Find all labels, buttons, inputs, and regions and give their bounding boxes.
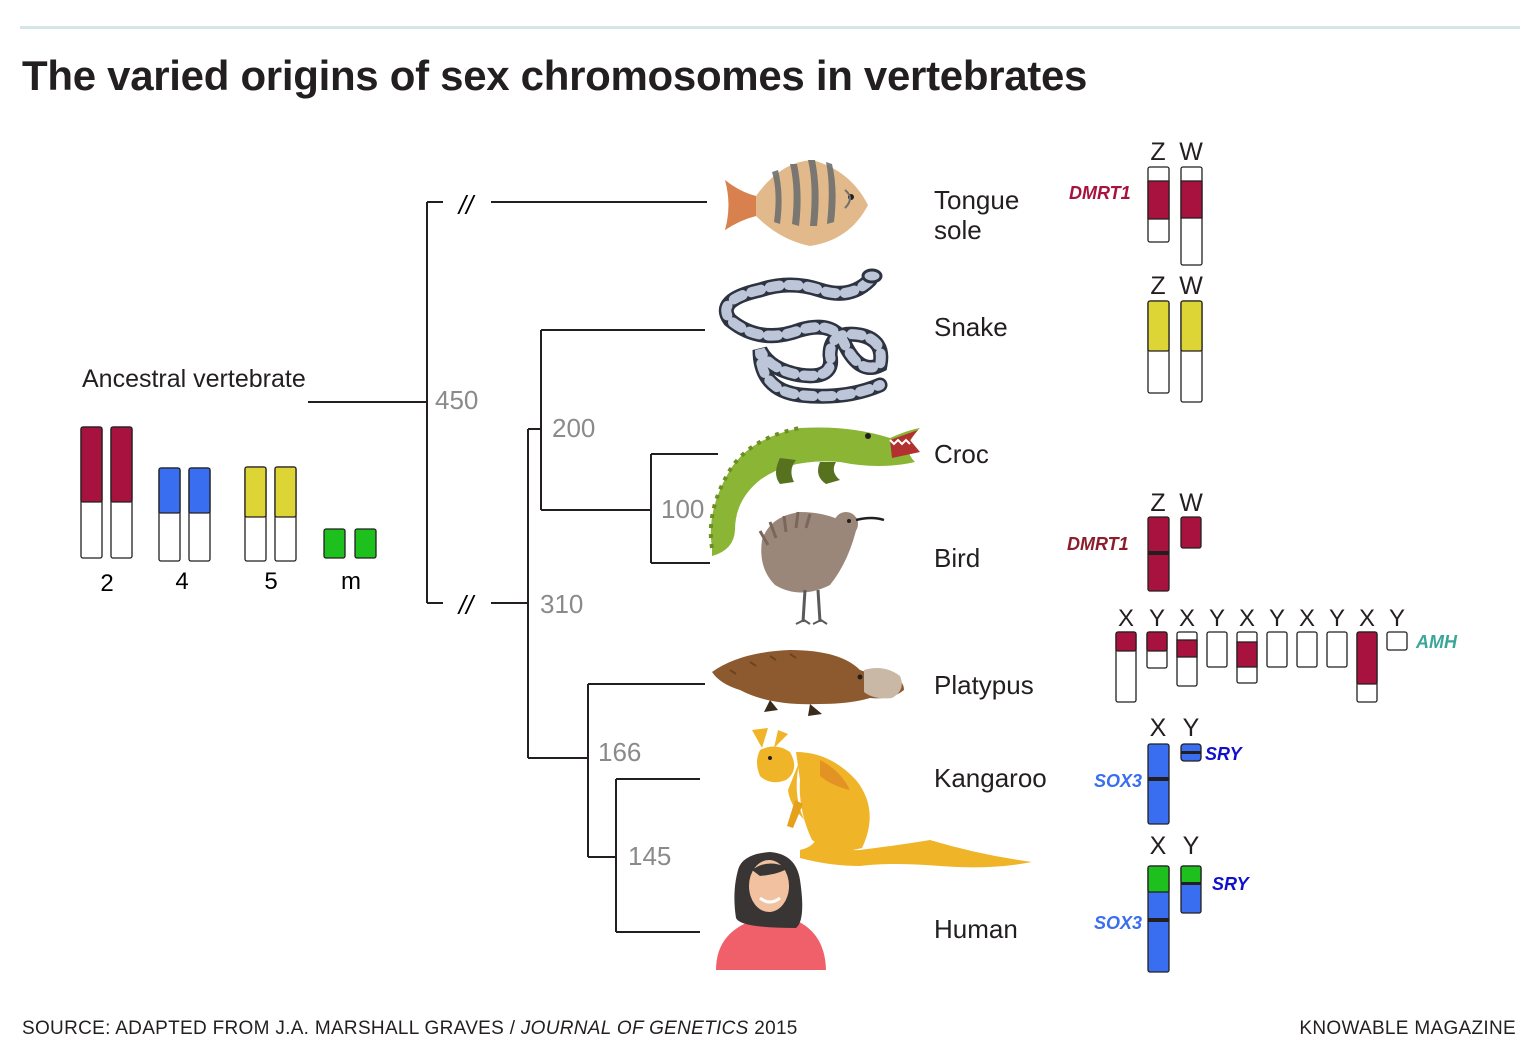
top-rule: [20, 26, 1520, 29]
sex-chromosomes: Z W DMRT1 Z W Z W DMRT1: [1067, 138, 1458, 973]
tongue-sole-z-label: Z: [1150, 138, 1165, 166]
ancestral-chr4-pair: [158, 467, 211, 562]
human-x-label: X: [1150, 832, 1167, 860]
ancestral-chrm-pair: [323, 528, 377, 559]
chr-label-2: 2: [100, 570, 113, 597]
platypus-y2-label: Y: [1209, 605, 1225, 632]
ancestral-chromosomes: [80, 426, 377, 562]
bird-w-label: W: [1179, 489, 1203, 517]
tree-branches: [308, 201, 718, 933]
kangaroo-x-label: X: [1150, 714, 1167, 742]
snake-zw: Z W: [1147, 272, 1203, 403]
node-age-200: 200: [552, 413, 595, 443]
publisher-credit: KNOWABLE MAGAZINE: [1299, 1018, 1516, 1039]
bird-zw: Z W DMRT1: [1067, 489, 1203, 592]
species-label-croc: Croc: [934, 439, 989, 469]
species-labels: Tongue sole Snake Croc Bird Platypus Kan…: [934, 185, 1047, 944]
node-age-145: 145: [628, 841, 671, 871]
source-prefix: SOURCE: ADAPTED FROM J.A. MARSHALL GRAVE…: [22, 1018, 521, 1039]
source-journal: JOURNAL OF GENETICS: [520, 1018, 749, 1039]
crocodile-icon: [708, 426, 920, 556]
kangaroo-icon: [752, 728, 1032, 868]
chr-label-m: m: [341, 568, 361, 595]
flatfish-icon: [725, 160, 868, 246]
tongue-sole-w-label: W: [1179, 138, 1203, 166]
platypus-xy: X Y X Y X Y X Y X Y: [1115, 605, 1458, 703]
platypus-y3-label: Y: [1269, 605, 1285, 632]
platypus-x2-label: X: [1179, 605, 1195, 632]
species-label-tongue-sole-line1: Tongue: [934, 185, 1019, 215]
source-year: 2015: [748, 1018, 798, 1039]
chr-label-5: 5: [264, 568, 277, 595]
node-ages: 450 200 100 310 166 145: [435, 385, 704, 871]
ancestral-chr2-pair: [80, 426, 133, 559]
human-y-label: Y: [1183, 832, 1200, 860]
platypus-icon: [712, 650, 904, 716]
gene-label-sox3-human: SOX3: [1094, 913, 1142, 933]
chr-label-4: 4: [175, 568, 188, 595]
platypus-y5-label: Y: [1389, 605, 1405, 632]
gene-label-sry-human: SRY: [1212, 874, 1251, 894]
tongue-sole-zw: Z W DMRT1: [1069, 138, 1203, 266]
species-label-snake: Snake: [934, 312, 1008, 342]
species-label-platypus: Platypus: [934, 670, 1034, 700]
gene-label-sox3-kangaroo: SOX3: [1094, 771, 1142, 791]
node-age-450: 450: [435, 385, 478, 415]
snake-w-label: W: [1179, 272, 1203, 300]
platypus-x1-label: X: [1118, 605, 1134, 632]
platypus-x4-label: X: [1299, 605, 1315, 632]
ancestor-label: Ancestral vertebrate: [82, 365, 306, 393]
kiwi-bird-icon: [758, 511, 885, 625]
gene-label-dmrt1-bird: DMRT1: [1067, 534, 1129, 554]
kangaroo-xy: X Y SOX3 SRY: [1094, 714, 1244, 825]
platypus-y1-label: Y: [1149, 605, 1165, 632]
species-label-tongue-sole-line2: sole: [934, 215, 982, 245]
snake-z-label: Z: [1150, 272, 1165, 300]
human-xy: X Y SOX3 SRY: [1094, 832, 1251, 973]
node-age-100: 100: [661, 494, 704, 524]
branch-break-mark-bottom: //: [457, 590, 476, 620]
node-age-166: 166: [598, 737, 641, 767]
ancestral-chr5-pair: [244, 466, 297, 562]
page-title: The varied origins of sex chromosomes in…: [22, 52, 1088, 99]
branch-break-mark-top: //: [457, 190, 476, 220]
platypus-y4-label: Y: [1329, 605, 1345, 632]
node-age-310: 310: [540, 589, 583, 619]
platypus-x5-label: X: [1359, 605, 1375, 632]
gene-label-amh: AMH: [1415, 632, 1458, 652]
platypus-x3-label: X: [1239, 605, 1255, 632]
kangaroo-y-label: Y: [1183, 714, 1200, 742]
gene-label-dmrt1-sole: DMRT1: [1069, 183, 1131, 203]
snake-icon: [718, 268, 889, 404]
human-woman-icon: [716, 852, 826, 970]
bird-z-label: Z: [1150, 489, 1165, 517]
species-label-bird: Bird: [934, 543, 980, 573]
gene-label-sry-kangaroo: SRY: [1205, 744, 1244, 764]
species-label-human: Human: [934, 914, 1018, 944]
source-credit: SOURCE: ADAPTED FROM J.A. MARSHALL GRAVE…: [22, 1018, 798, 1040]
species-label-kangaroo: Kangaroo: [934, 763, 1047, 793]
